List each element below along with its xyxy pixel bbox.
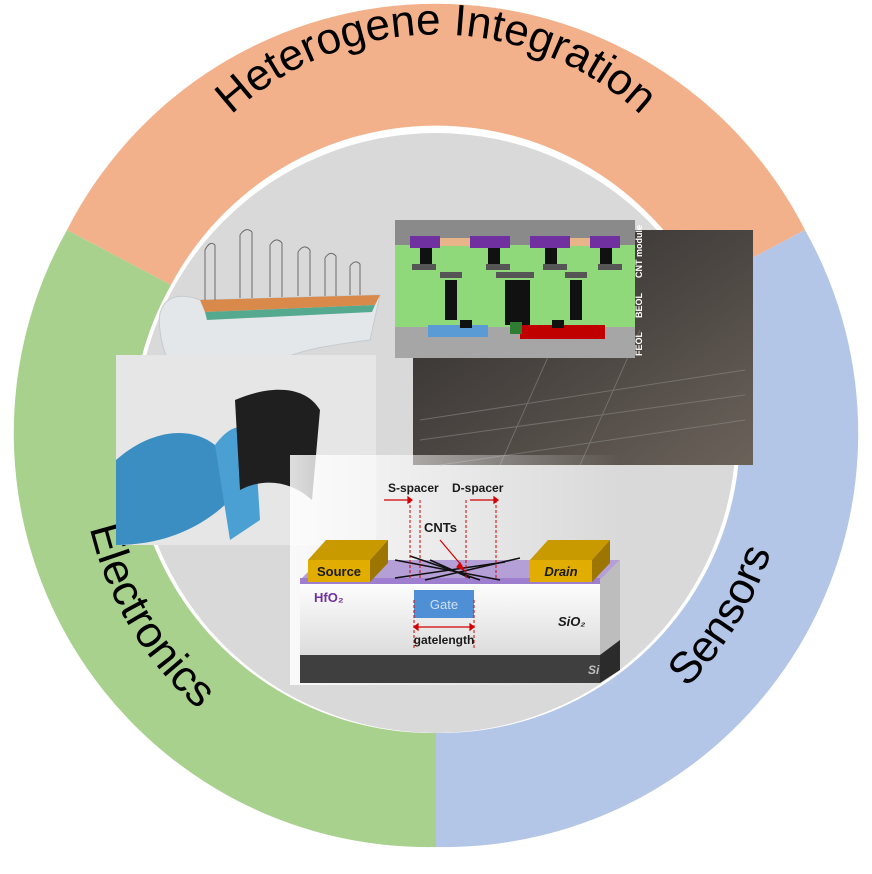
d-spacer-label: D-spacer — [452, 481, 504, 495]
layer-label-feol: FEOL — [634, 331, 644, 356]
sio2-label: SiO₂ — [558, 614, 585, 629]
cnt-transistor-schematic: Gate Source Drain — [290, 455, 620, 685]
chip-stack-cross-section: CNT module BEOL FEOL — [395, 220, 753, 466]
layer-label-cnt-module: CNT module — [634, 225, 644, 278]
hfo2-label: HfO₂ — [314, 590, 344, 605]
ring-segment-heterogene-integration — [67, 3, 805, 285]
si-label: Si — [588, 663, 600, 677]
drain-label: Drain — [544, 564, 577, 579]
cnt-channel — [394, 555, 521, 581]
gatelength-label: gatelength — [414, 633, 475, 647]
cnts-label: CNTs — [424, 520, 457, 535]
gate-electrode — [414, 590, 474, 618]
source-label: Source — [317, 564, 361, 579]
s-spacer-label: S-spacer — [388, 481, 439, 495]
cnt-tubes — [204, 229, 361, 300]
spacer-markers — [409, 500, 497, 650]
layer-label-beol: BEOL — [634, 292, 644, 318]
si-substrate — [300, 655, 600, 683]
source-contact: Source — [308, 540, 388, 582]
drain-contact: Drain — [530, 540, 610, 582]
gate-label: Gate — [430, 597, 458, 612]
